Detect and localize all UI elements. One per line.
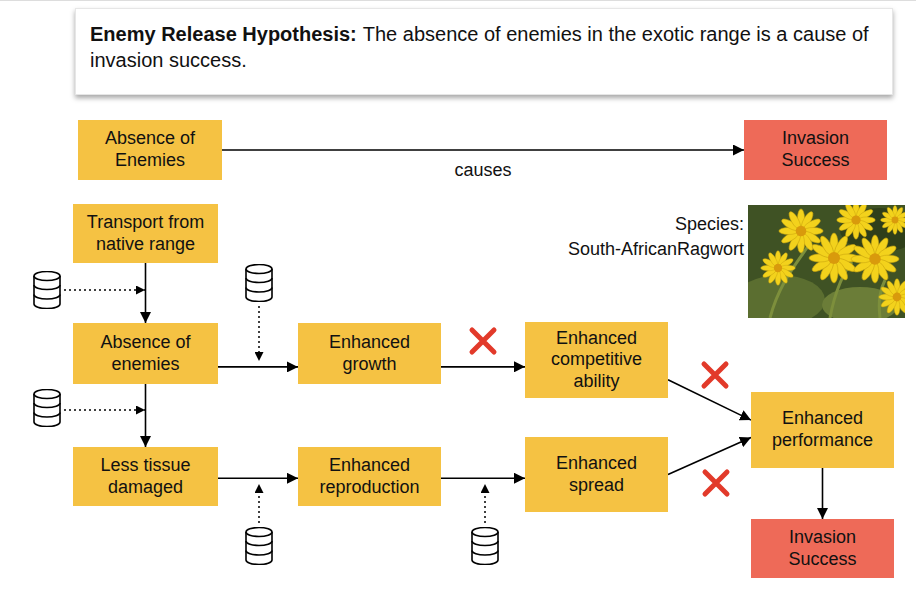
connector [145, 263, 147, 323]
connector [218, 366, 298, 368]
box-text: Enhanced reproduction [305, 455, 434, 498]
hypothesis-box: Enemy Release Hypothesis:The absence of … [75, 8, 893, 95]
connector [441, 366, 525, 368]
connector [441, 477, 525, 479]
connector [222, 149, 744, 151]
data-source-icons [34, 265, 498, 565]
connector [218, 477, 298, 479]
outcome-box: Invasion Success [744, 120, 887, 180]
species-label: South-AfricanRagwort [568, 239, 744, 260]
species-label: Species: [675, 214, 744, 235]
outcome-box: Invasion Success [751, 519, 894, 578]
connector [668, 380, 751, 420]
box-text: Enhanced competitive ability [532, 328, 661, 393]
box-text: Enhanced growth [305, 332, 434, 375]
connector [822, 468, 824, 519]
box-text: Enhanced performance [758, 408, 887, 451]
box-text: Absence of enemies [80, 332, 211, 375]
process-box: Less tissue damaged [73, 447, 218, 506]
connector [145, 384, 147, 447]
process-box: Enhanced reproduction [298, 447, 441, 506]
hypothesis-heading: Enemy Release Hypothesis: [90, 23, 357, 45]
process-box: Enhanced competitive ability [525, 322, 668, 398]
edge-label: causes [454, 160, 511, 181]
cause-box: Absence of Enemies [78, 120, 222, 180]
process-box: Absence of enemies [73, 323, 218, 384]
process-box: Enhanced growth [298, 323, 441, 384]
box-text: Absence of Enemies [85, 128, 215, 171]
frame-line [0, 0, 916, 1]
process-box: Enhanced performance [751, 392, 894, 468]
process-box: Enhanced spread [525, 437, 668, 512]
species-photo [748, 205, 905, 318]
process-box: Transport from native range [73, 204, 218, 263]
connector [668, 438, 751, 475]
box-text: Transport from native range [80, 212, 211, 255]
box-text: Enhanced spread [532, 453, 661, 496]
box-text: Less tissue damaged [80, 455, 211, 498]
box-text: Invasion Success [758, 527, 887, 570]
box-text: Invasion Success [751, 128, 880, 171]
